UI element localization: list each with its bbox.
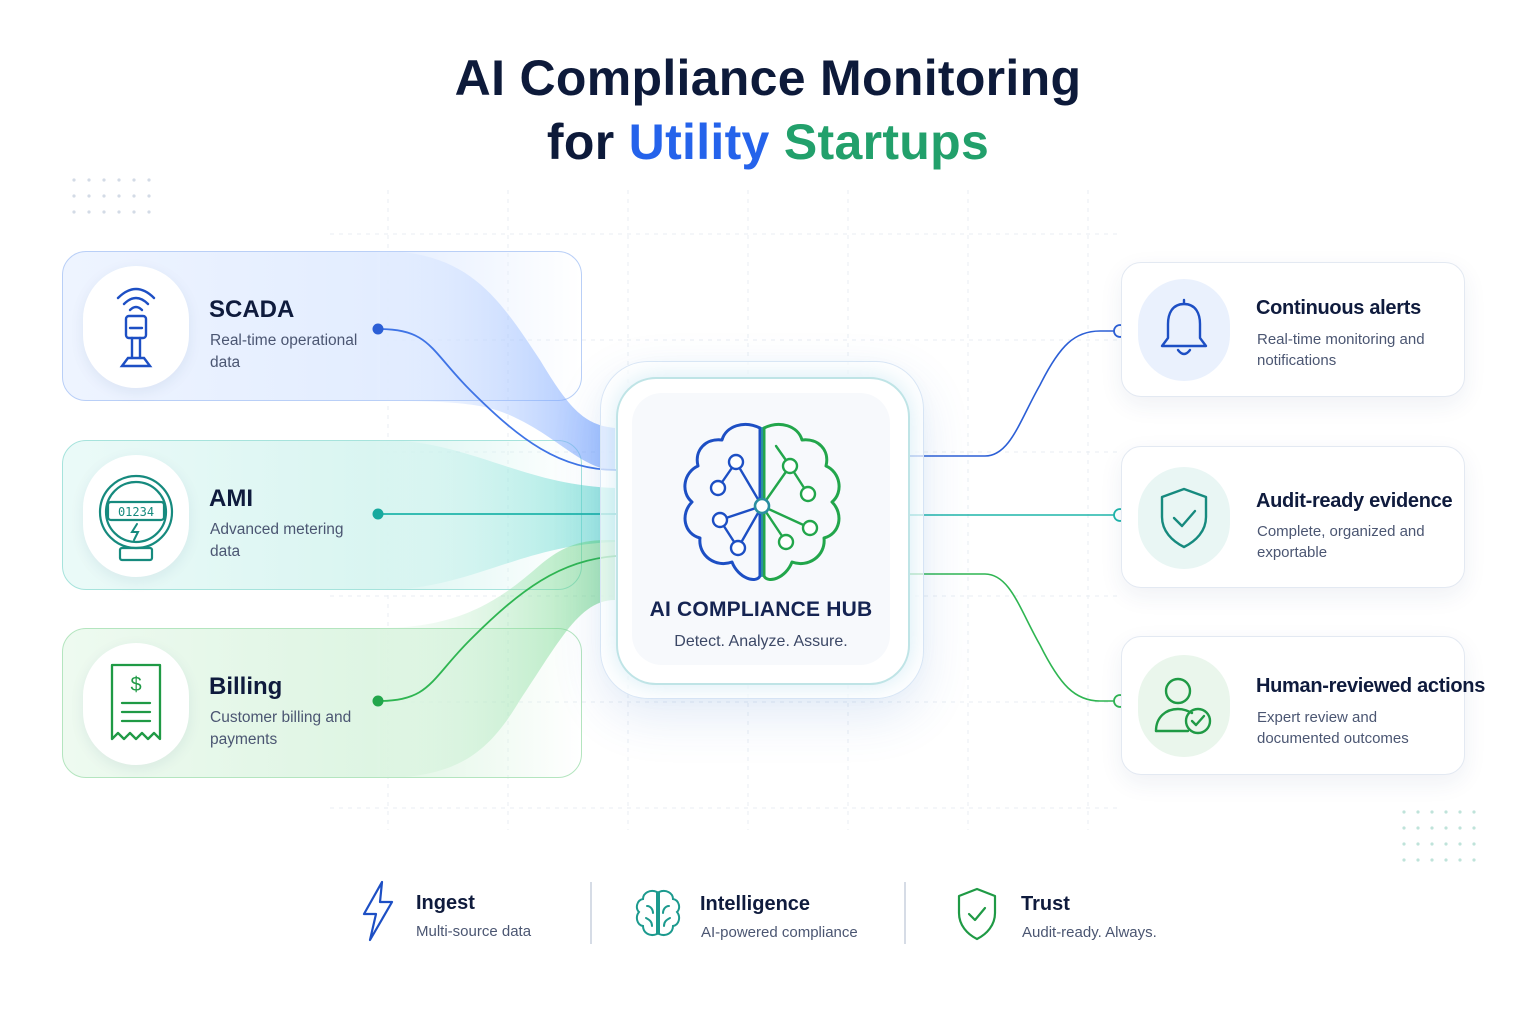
source-title: Billing (209, 673, 283, 700)
output-title: Human-reviewed actions (1256, 675, 1486, 697)
footer-item-ingest: Ingest Multi-source data (360, 880, 560, 946)
output-card-human-review: Human-reviewed actions Expert review and… (1121, 636, 1485, 775)
hub-subtitle: Detect. Analyze. Assure. (674, 633, 848, 650)
source-description: Real-time operational data (210, 332, 358, 371)
output-title: Audit-ready evidence (1256, 490, 1453, 512)
footer-description: AI-powered compliance (701, 924, 858, 941)
footer-divider (590, 882, 592, 944)
title-startups: Startups (783, 114, 990, 170)
page-subtitle: for Utility Startups (0, 112, 1536, 172)
footer-description: Audit-ready. Always. (1022, 924, 1157, 941)
flow-ribbon-billing (380, 540, 615, 778)
meter-reading: 01234 (118, 505, 154, 519)
footer-title: Trust (1021, 893, 1070, 915)
source-title: AMI (209, 485, 253, 512)
flow-ribbon-ami (380, 440, 615, 590)
decorative-dots-right (1402, 810, 1476, 862)
output-title: Continuous alerts (1256, 297, 1421, 319)
footer-item-trust: Trust Audit-ready. Always. (955, 880, 1175, 946)
user-check-icon (1138, 655, 1230, 757)
footer-description: Multi-source data (416, 923, 532, 940)
page-title: AI Compliance Monitoring (454, 50, 1082, 106)
title-utility: Utility (628, 114, 770, 170)
smart-meter-icon: 01234 (83, 455, 189, 577)
output-description: Complete, organized and exportable (1257, 523, 1425, 561)
source-title: SCADA (209, 296, 295, 323)
source-description: Advanced metering data (210, 521, 344, 560)
lightning-icon (362, 880, 394, 942)
flow-ribbon-scada (380, 251, 615, 470)
shield-check-icon (1138, 467, 1230, 569)
brain-network-icon (683, 423, 841, 581)
output-description: Real-time monitoring and notifications (1257, 331, 1425, 369)
output-card-evidence: Audit-ready evidence Complete, organized… (1121, 446, 1465, 588)
source-description: Customer billing and payments (210, 709, 352, 748)
hub-title: AI COMPLIANCE HUB (649, 598, 873, 621)
receipt-icon: $ (83, 643, 189, 765)
output-description: Expert review and documented outcomes (1257, 709, 1409, 747)
bell-icon (1138, 279, 1230, 381)
title-for: for (546, 114, 615, 170)
dollar-symbol: $ (130, 674, 141, 696)
radio-tower-icon (83, 266, 189, 388)
brain-icon (635, 889, 681, 936)
footer-title: Intelligence (700, 893, 811, 915)
footer-divider (904, 882, 906, 944)
footer-title: Ingest (416, 892, 475, 914)
shield-check-icon (957, 887, 997, 941)
decorative-dots-left (72, 178, 151, 214)
footer-item-intelligence: Intelligence AI-powered compliance (634, 880, 874, 946)
output-card-alerts: Continuous alerts Real-time monitoring a… (1121, 262, 1465, 397)
